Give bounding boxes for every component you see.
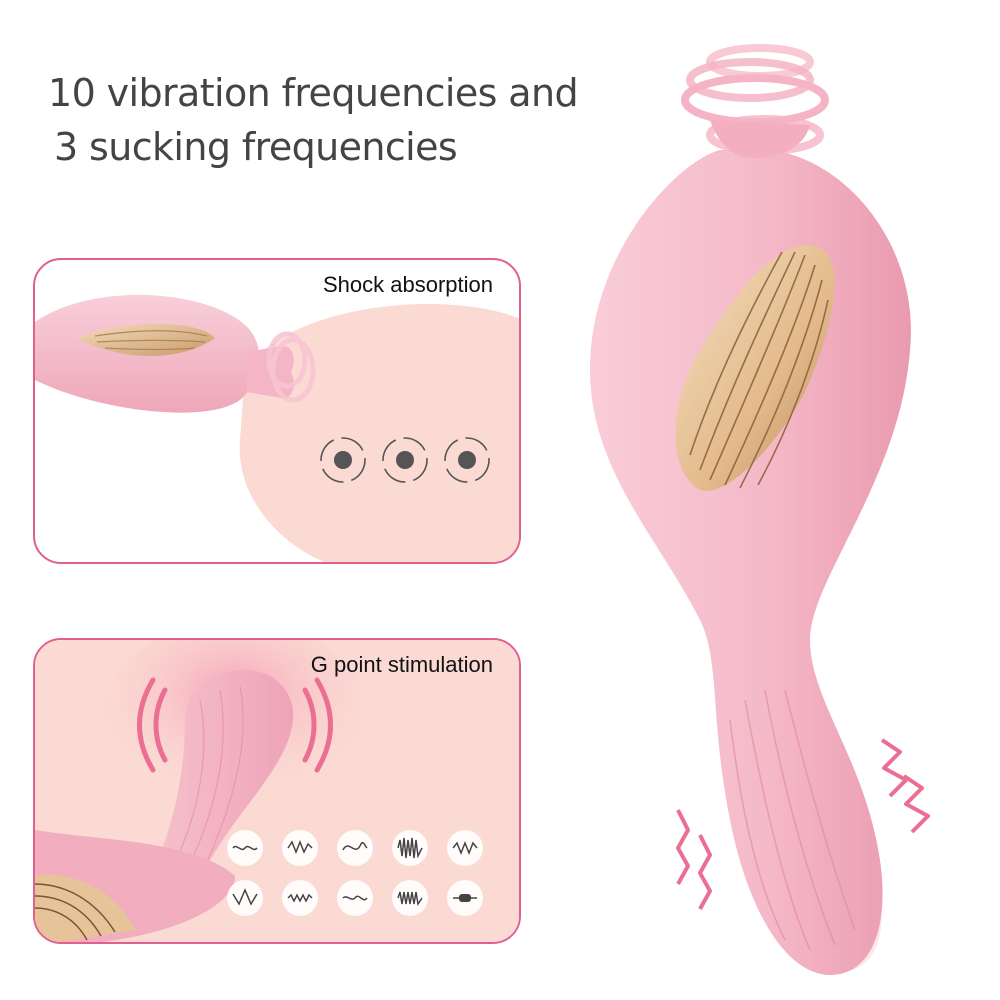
rotation-icon [444, 437, 490, 483]
headline-line-1: 10 vibration frequencies and [48, 71, 579, 115]
gold-leaf-ribs [689, 251, 829, 489]
wave-icon [337, 880, 373, 916]
shock-absorption-illustration [35, 294, 519, 562]
headline: 10 vibration frequencies and 3 sucking f… [48, 66, 608, 174]
wave-icon [337, 830, 373, 866]
rotation-icon [320, 437, 366, 483]
headline-line-2: 3 sucking frequencies [54, 125, 458, 169]
product-body [590, 150, 911, 975]
shock-absorption-panel: Shock absorption [33, 258, 521, 564]
g-point-panel: G point stimulation [33, 638, 521, 944]
vibration-arcs [137, 677, 333, 773]
wave-icon [282, 880, 318, 916]
g-point-illustration [35, 640, 519, 942]
vibration-marks [676, 738, 930, 910]
skin-area [239, 304, 519, 562]
product-illustration [590, 44, 930, 975]
tail-ribs [729, 689, 856, 951]
zigzag-wave-icon [392, 830, 428, 866]
pulse-icon [447, 880, 483, 916]
rotation-icons [320, 437, 490, 483]
rotation-icon [382, 437, 428, 483]
mode-icons-row-2 [227, 880, 483, 916]
zigzag-wave-icon [392, 880, 428, 916]
suction-head [681, 44, 829, 155]
wave-icon [282, 830, 318, 866]
wave-icon [227, 830, 263, 866]
g-point-title: G point stimulation [310, 652, 493, 677]
mode-icons-row-1 [227, 830, 483, 866]
toy-shaft [155, 669, 294, 870]
wave-icon [447, 830, 483, 866]
wave-icon [227, 880, 263, 916]
shock-absorption-title: Shock absorption [323, 272, 493, 297]
